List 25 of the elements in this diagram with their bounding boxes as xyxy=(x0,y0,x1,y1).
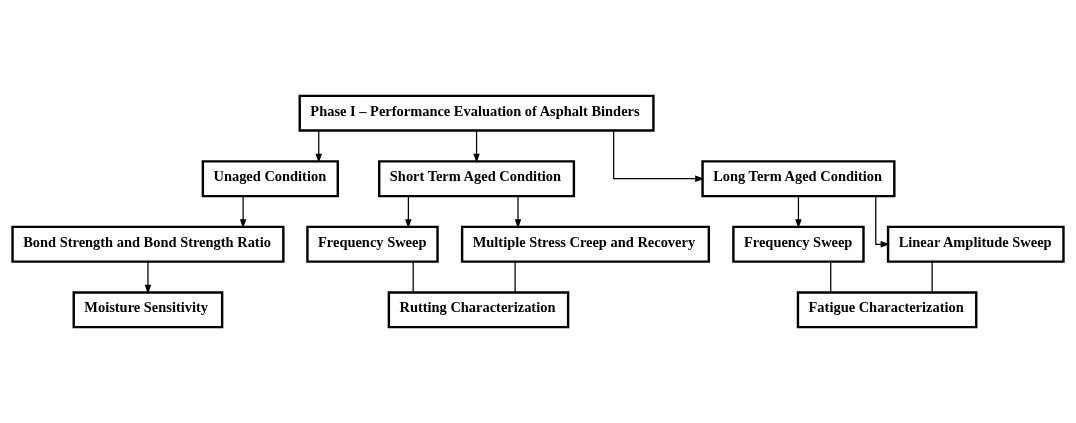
node-box: Linear Amplitude Sweep xyxy=(886,225,1065,263)
connector xyxy=(514,261,516,293)
node-box: Bond Strength and Bond Strength Ratio xyxy=(11,225,285,263)
arrow xyxy=(144,261,152,295)
node-box: Frequency Sweep xyxy=(732,225,865,263)
node-box: Fatigue Characterization xyxy=(796,291,978,329)
arrow xyxy=(613,130,705,182)
node-box: Frequency Sweep xyxy=(306,225,439,263)
arrow xyxy=(315,130,322,164)
node-box: Long Term Aged Condition xyxy=(701,160,896,198)
node-box: Phase I – Performance Evaluation of Asphalt Binders xyxy=(298,94,655,132)
connector xyxy=(931,261,933,293)
arrow xyxy=(405,195,412,229)
node-box: Unaged Condition xyxy=(201,160,339,198)
arrow xyxy=(795,195,802,229)
node-box: Multiple Stress Creep and Recovery xyxy=(460,225,711,263)
arrow xyxy=(875,195,890,248)
arrow xyxy=(514,195,522,229)
arrow xyxy=(473,130,480,164)
node-box: Moisture Sensitivity xyxy=(72,291,224,329)
node-box: Rutting Characterization xyxy=(387,291,570,329)
node-box: Short Term Aged Condition xyxy=(378,160,576,198)
arrow xyxy=(239,195,247,229)
connector xyxy=(830,261,832,293)
connector xyxy=(412,261,414,293)
